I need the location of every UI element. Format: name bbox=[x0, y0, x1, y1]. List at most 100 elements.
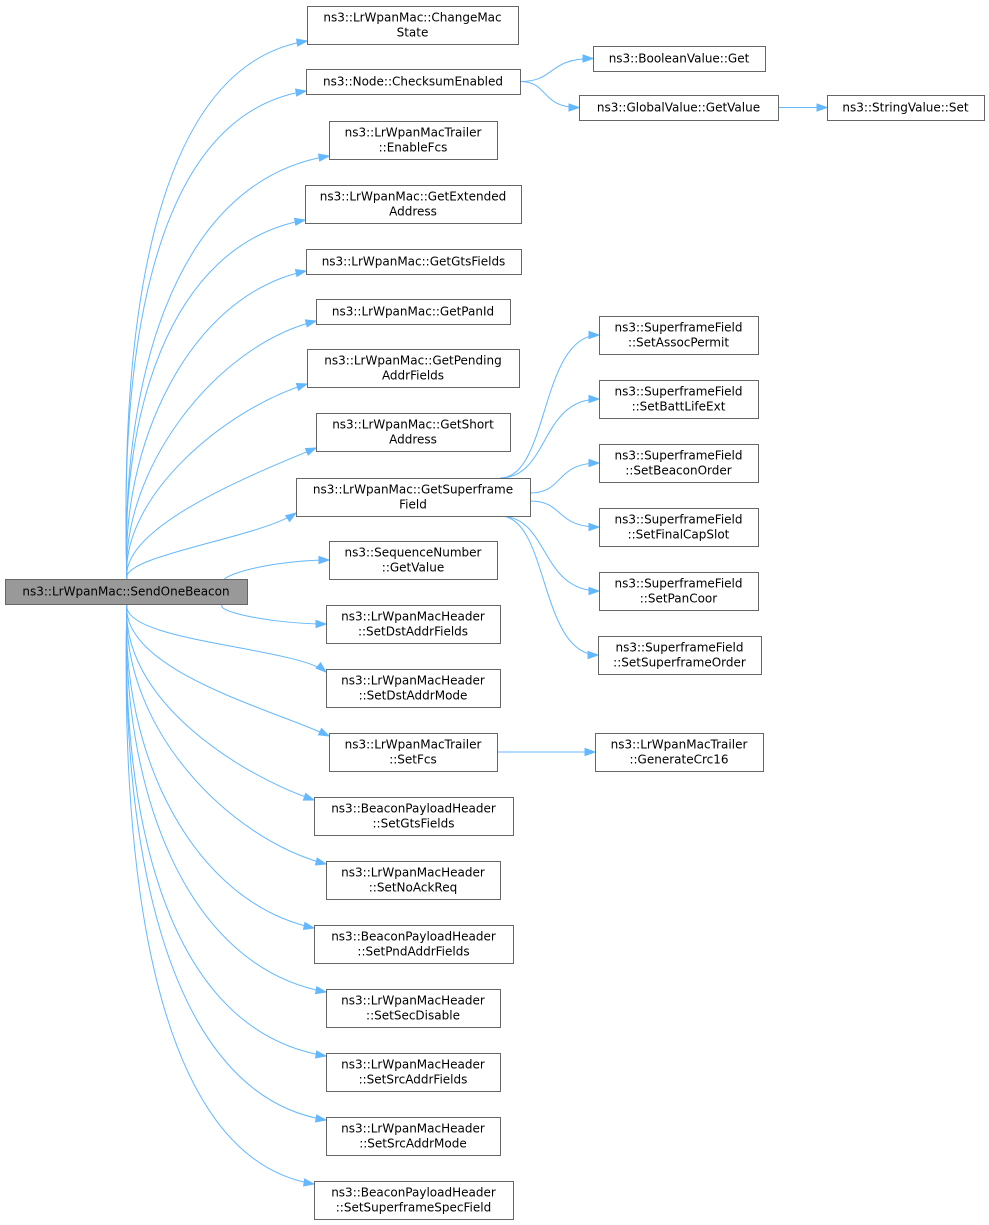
node-string-value-set[interactable]: ns3::StringValue::Set bbox=[827, 95, 985, 121]
node-box bbox=[599, 444, 759, 483]
edge-root-get-pan-id bbox=[126, 320, 317, 580]
edge-root-set-gts-fields bbox=[126, 603, 315, 801]
node-label-line: ns3::LrWpanMac::GetGtsFields bbox=[322, 255, 506, 269]
node-label-line: ns3::LrWpanMac::GetShort bbox=[332, 418, 494, 432]
node-set-src-addr-fields[interactable]: ns3::LrWpanMacHeader::SetSrcAddrFields bbox=[326, 1053, 501, 1092]
node-box bbox=[329, 733, 498, 772]
node-box bbox=[326, 669, 501, 708]
edge-get-superframe-field-set-batt-life-ext-arrowhead bbox=[588, 394, 601, 404]
node-box bbox=[316, 299, 511, 325]
edge-get-superframe-field-set-pan-coor bbox=[499, 515, 600, 592]
node-box bbox=[326, 605, 501, 644]
edge-root-set-superframe-spec-field-arrowhead bbox=[302, 1178, 316, 1187]
node-label-line: ns3::LrWpanMac::SendOneBeacon bbox=[22, 585, 229, 599]
node-set-superframe-spec-field[interactable]: ns3::BeaconPayloadHeader::SetSuperframeS… bbox=[314, 1181, 514, 1220]
node-box bbox=[316, 413, 511, 452]
node-box bbox=[326, 989, 501, 1028]
node-set-sec-disable[interactable]: ns3::LrWpanMacHeader::SetSecDisable bbox=[326, 989, 501, 1028]
node-label-line: ns3::LrWpanMac::ChangeMac bbox=[323, 11, 501, 25]
node-label-line: ::SetSecDisable bbox=[366, 1009, 460, 1023]
node-set-pan-coor[interactable]: ns3::SuperframeField::SetPanCoor bbox=[599, 572, 759, 611]
node-set-dst-addr-mode[interactable]: ns3::LrWpanMacHeader::SetDstAddrMode bbox=[326, 669, 501, 708]
edge-root-set-pnd-addr-fields bbox=[126, 603, 315, 929]
node-set-superframe-order[interactable]: ns3::SuperframeField::SetSuperframeOrder bbox=[598, 636, 762, 675]
node-set-assoc-permit[interactable]: ns3::SuperframeField::SetAssocPermit bbox=[599, 316, 759, 355]
node-box bbox=[314, 925, 514, 964]
node-sequence-number-get-value[interactable]: ns3::SequenceNumber::GetValue bbox=[329, 541, 498, 580]
node-set-gts-fields[interactable]: ns3::BeaconPayloadHeader::SetGtsFields bbox=[314, 797, 514, 836]
edge-get-superframe-field-set-superframe-order bbox=[499, 515, 599, 656]
node-label-line: ::SetSuperframeSpecField bbox=[336, 1201, 491, 1215]
edge-root-get-extended-address-arrowhead bbox=[293, 217, 307, 226]
node-label-line: ns3::BeaconPayloadHeader bbox=[331, 802, 496, 816]
node-set-src-addr-mode[interactable]: ns3::LrWpanMacHeader::SetSrcAddrMode bbox=[326, 1117, 501, 1156]
node-set-pnd-addr-fields[interactable]: ns3::BeaconPayloadHeader::SetPndAddrFiel… bbox=[314, 925, 514, 964]
node-box bbox=[593, 46, 766, 72]
edge-root-set-sec-disable-arrowhead bbox=[314, 986, 328, 995]
node-label-line: ::GenerateCrc16 bbox=[629, 753, 728, 767]
edge-checksum-enabled-boolean-value-get-arrowhead bbox=[582, 54, 595, 63]
edge-root-enable-fcs-arrowhead bbox=[317, 153, 331, 162]
node-label-line: ::SetSrcAddrMode bbox=[359, 1137, 467, 1151]
node-label-line: Field bbox=[399, 498, 427, 512]
node-label-line: ns3::LrWpanMacHeader bbox=[341, 1058, 485, 1072]
node-box bbox=[305, 185, 522, 224]
edge-root-get-short-address bbox=[126, 447, 317, 580]
node-box bbox=[307, 6, 519, 45]
node-checksum-enabled[interactable]: ns3::Node::ChecksumEnabled bbox=[306, 69, 521, 95]
node-label-line: ::SetPndAddrFields bbox=[357, 945, 469, 959]
node-label-line: ns3::LrWpanMac::GetPanId bbox=[332, 305, 494, 319]
node-box bbox=[595, 733, 764, 772]
edge-root-get-pan-id-arrowhead bbox=[304, 319, 318, 328]
edge-root-set-src-addr-mode-arrowhead bbox=[314, 1114, 328, 1123]
node-box bbox=[306, 249, 522, 275]
edge-checksum-enabled-global-value-get-value bbox=[519, 81, 580, 108]
node-label-line: ns3::SuperframeField bbox=[615, 641, 743, 655]
node-get-pan-id[interactable]: ns3::LrWpanMac::GetPanId bbox=[316, 299, 511, 325]
node-label-line: ::SetSuperframeOrder bbox=[613, 656, 746, 670]
edge-root-set-src-addr-fields bbox=[125, 603, 327, 1057]
edge-root-change-mac-state bbox=[125, 40, 308, 580]
edge-set-fcs-generate-crc16-arrowhead bbox=[584, 747, 597, 757]
edge-root-set-no-ack-req bbox=[126, 603, 327, 865]
node-global-value-get-value[interactable]: ns3::GlobalValue::GetValue bbox=[579, 95, 779, 121]
node-label-line: ::EnableFcs bbox=[379, 141, 448, 155]
edge-root-set-pnd-addr-fields-arrowhead bbox=[302, 921, 316, 930]
node-enable-fcs[interactable]: ns3::LrWpanMacTrailer::EnableFcs bbox=[329, 121, 498, 160]
node-set-beacon-order[interactable]: ns3::SuperframeField::SetBeaconOrder bbox=[599, 444, 759, 483]
node-box bbox=[599, 380, 759, 419]
node-label-line: ::SetAssocPermit bbox=[628, 336, 729, 350]
edge-root-set-dst-addr-mode bbox=[126, 603, 327, 673]
node-boolean-value-get[interactable]: ns3::BooleanValue::Get bbox=[593, 46, 766, 72]
edge-root-set-src-addr-mode bbox=[125, 603, 327, 1121]
edge-root-change-mac-state-arrowhead bbox=[295, 38, 309, 47]
node-box bbox=[314, 1181, 514, 1220]
node-generate-crc16[interactable]: ns3::LrWpanMacTrailer::GenerateCrc16 bbox=[595, 733, 764, 772]
node-box bbox=[579, 95, 779, 121]
node-label-line: ns3::LrWpanMacHeader bbox=[341, 610, 485, 624]
node-set-dst-addr-fields[interactable]: ns3::LrWpanMacHeader::SetDstAddrFields bbox=[326, 605, 501, 644]
node-get-gts-fields[interactable]: ns3::LrWpanMac::GetGtsFields bbox=[306, 249, 522, 275]
node-set-fcs[interactable]: ns3::LrWpanMacTrailer::SetFcs bbox=[329, 733, 498, 772]
node-label-line: ns3::LrWpanMacHeader bbox=[341, 674, 485, 688]
node-label-line: ns3::BeaconPayloadHeader bbox=[331, 930, 496, 944]
node-set-batt-life-ext[interactable]: ns3::SuperframeField::SetBattLifeExt bbox=[599, 380, 759, 419]
node-box bbox=[306, 69, 521, 95]
edge-root-set-superframe-spec-field bbox=[125, 603, 315, 1185]
node-label-line: ns3::LrWpanMacTrailer bbox=[345, 126, 482, 140]
node-set-final-cap-slot[interactable]: ns3::SuperframeField::SetFinalCapSlot bbox=[599, 508, 759, 547]
edge-root-set-fcs bbox=[126, 603, 330, 737]
node-label-line: ns3::StringValue::Set bbox=[842, 101, 968, 115]
node-label-line: ::SetGtsFields bbox=[373, 817, 455, 831]
node-box bbox=[314, 797, 514, 836]
edge-get-superframe-field-set-assoc-permit bbox=[499, 334, 600, 479]
edge-root-set-dst-addr-mode-arrowhead bbox=[315, 661, 328, 673]
node-root[interactable]: ns3::LrWpanMac::SendOneBeacon bbox=[5, 579, 248, 605]
node-label-line: ns3::SuperframeField bbox=[614, 577, 742, 591]
node-set-no-ack-req[interactable]: ns3::LrWpanMacHeader::SetNoAckReq bbox=[326, 861, 501, 900]
